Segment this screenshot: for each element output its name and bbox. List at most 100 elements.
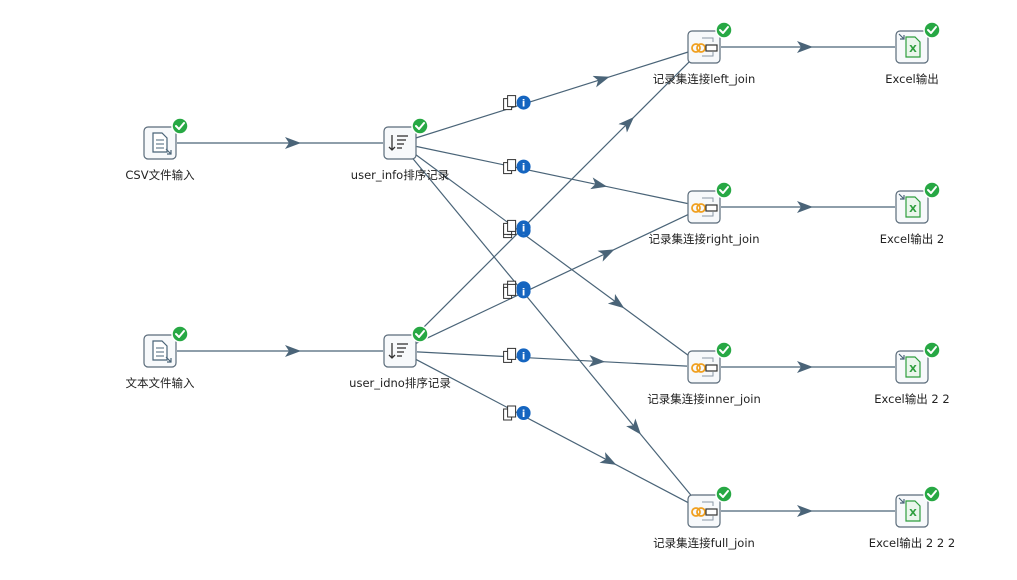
step-sort_info[interactable]: user_info排序记录 bbox=[351, 117, 449, 182]
step-csv_in[interactable]: CSV文件输入 bbox=[125, 117, 195, 182]
step-frame bbox=[687, 30, 721, 64]
file-input-icon bbox=[152, 340, 172, 363]
step-label: Excel输出 2 2 bbox=[874, 392, 949, 406]
copy-icon-front bbox=[507, 405, 517, 418]
hops-layer bbox=[177, 41, 895, 517]
svg-text:i: i bbox=[522, 163, 525, 174]
svg-text:i: i bbox=[522, 287, 525, 298]
sort-icon bbox=[388, 343, 408, 359]
file-input-icon bbox=[152, 132, 172, 155]
join-icon bbox=[691, 37, 718, 57]
excel-output-icon: X bbox=[898, 497, 921, 522]
copy-rows-badge[interactable]: i bbox=[503, 219, 531, 235]
svg-text:i: i bbox=[522, 409, 525, 420]
check-icon bbox=[171, 325, 189, 343]
steps-layer: CSV文件输入文本文件输入user_info排序记录user_idno排序记录记… bbox=[125, 21, 955, 550]
hop-line[interactable] bbox=[416, 351, 688, 367]
step-frame bbox=[687, 350, 721, 384]
copy-rows-badge[interactable]: i bbox=[503, 347, 531, 363]
step-join_left[interactable]: 记录集连接left_join bbox=[653, 21, 756, 86]
step-xls_2[interactable]: X Excel输出 2 bbox=[880, 181, 944, 246]
join-icon bbox=[691, 501, 718, 521]
check-icon bbox=[923, 181, 941, 199]
step-label: 记录集连接left_join bbox=[653, 72, 756, 86]
step-xls_3[interactable]: X Excel输出 2 2 bbox=[874, 341, 950, 406]
step-label: 记录集连接inner_join bbox=[647, 392, 761, 406]
hop-line[interactable] bbox=[410, 155, 694, 499]
info-icon bbox=[516, 348, 531, 363]
excel-output-icon: X bbox=[898, 33, 921, 58]
step-label: CSV文件输入 bbox=[125, 168, 195, 182]
hop-sort_info-to-join_right[interactable] bbox=[416, 145, 688, 205]
check-icon bbox=[715, 485, 733, 503]
hop-line[interactable] bbox=[411, 58, 693, 340]
check-icon bbox=[171, 117, 189, 135]
hop-line[interactable] bbox=[416, 145, 688, 205]
step-txt_in[interactable]: 文本文件输入 bbox=[126, 325, 195, 390]
step-frame bbox=[383, 126, 417, 160]
step-label: Excel输出 bbox=[885, 72, 938, 86]
excel-output-icon: X bbox=[898, 353, 921, 378]
step-label: user_idno排序记录 bbox=[349, 376, 451, 390]
step-label: 记录集连接full_join bbox=[653, 536, 755, 550]
info-icon bbox=[516, 95, 531, 110]
copy-rows-badge[interactable]: i bbox=[503, 405, 531, 421]
copy-rows-badge[interactable]: i bbox=[503, 283, 531, 299]
step-join_right[interactable]: 记录集连接right_join bbox=[649, 181, 760, 246]
hop-sort_info-to-join_left[interactable] bbox=[416, 51, 688, 139]
check-icon bbox=[715, 21, 733, 39]
check-icon bbox=[923, 485, 941, 503]
sort-icon bbox=[388, 135, 408, 151]
hop-sort_idno-to-join_left[interactable] bbox=[411, 58, 693, 340]
hop-sort_idno-to-join_full[interactable] bbox=[414, 358, 690, 504]
check-icon bbox=[411, 117, 429, 135]
hop-line[interactable] bbox=[415, 213, 689, 345]
svg-text:X: X bbox=[909, 44, 917, 55]
step-join_full[interactable]: 记录集连接full_join bbox=[653, 485, 755, 550]
hop-line[interactable] bbox=[414, 358, 690, 504]
svg-text:X: X bbox=[909, 364, 917, 375]
hop-line[interactable] bbox=[413, 152, 691, 358]
copy-rows-badge[interactable]: i bbox=[503, 95, 531, 111]
step-label: Excel输出 2 bbox=[880, 232, 944, 246]
hop-sort_idno-to-join_inner[interactable] bbox=[416, 351, 688, 367]
step-label: 文本文件输入 bbox=[126, 376, 195, 390]
svg-text:i: i bbox=[522, 223, 525, 234]
hop-sort_info-to-join_inner[interactable] bbox=[413, 152, 691, 358]
info-icon bbox=[516, 220, 531, 235]
svg-text:i: i bbox=[522, 351, 525, 362]
excel-output-icon: X bbox=[898, 193, 921, 218]
join-icon bbox=[691, 357, 718, 377]
copy-icon-front bbox=[507, 219, 517, 232]
copy-icon-front bbox=[507, 347, 517, 360]
step-xls_4[interactable]: X Excel输出 2 2 2 bbox=[869, 485, 955, 550]
copy-icon-front bbox=[507, 283, 517, 296]
check-icon bbox=[923, 21, 941, 39]
hop-sort_info-to-join_full[interactable] bbox=[410, 155, 694, 499]
check-icon bbox=[923, 341, 941, 359]
info-icon bbox=[516, 159, 531, 174]
check-icon bbox=[715, 341, 733, 359]
info-icon bbox=[516, 284, 531, 299]
svg-text:X: X bbox=[909, 204, 917, 215]
step-xls_1[interactable]: X Excel输出 bbox=[885, 21, 941, 86]
step-label: Excel输出 2 2 2 bbox=[869, 536, 955, 550]
svg-text:X: X bbox=[909, 508, 917, 519]
copy-badges-layer: iiiiiiii bbox=[503, 95, 531, 421]
info-icon bbox=[516, 406, 531, 420]
copy-rows-badge[interactable]: i bbox=[503, 159, 531, 175]
step-label: user_info排序记录 bbox=[351, 168, 449, 182]
step-join_inner[interactable]: 记录集连接inner_join bbox=[647, 341, 761, 406]
svg-text:i: i bbox=[522, 99, 525, 110]
step-frame bbox=[687, 494, 721, 528]
hop-line[interactable] bbox=[416, 51, 688, 139]
check-icon bbox=[715, 181, 733, 199]
step-label: 记录集连接right_join bbox=[649, 232, 760, 246]
copy-icon-front bbox=[507, 95, 517, 108]
check-icon bbox=[411, 325, 429, 343]
join-icon bbox=[691, 197, 718, 217]
step-sort_idno[interactable]: user_idno排序记录 bbox=[349, 325, 451, 390]
hop-sort_idno-to-join_right[interactable] bbox=[415, 213, 689, 345]
copy-icon-front bbox=[507, 159, 517, 172]
